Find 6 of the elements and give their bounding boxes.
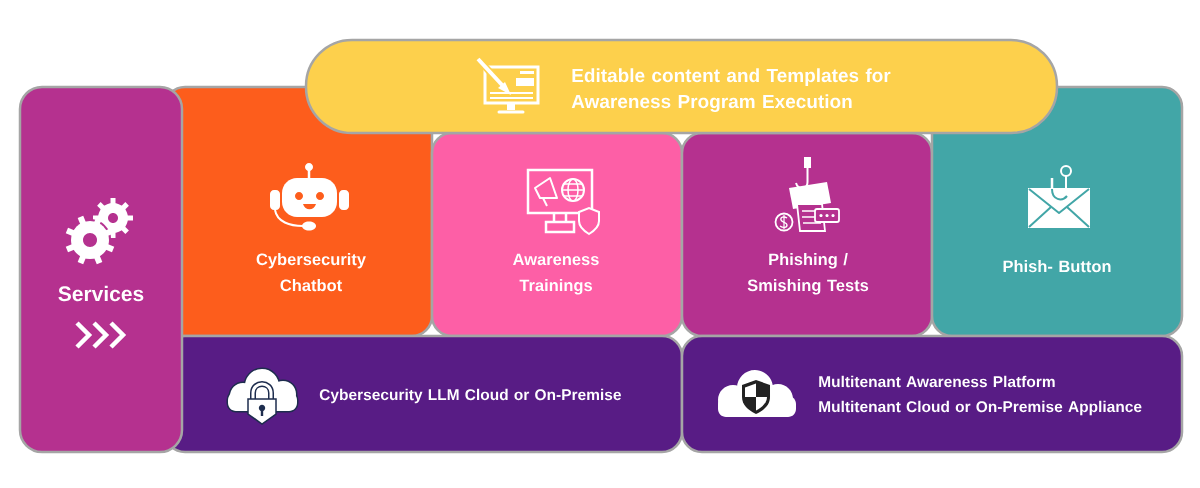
services-panel: Services [18,85,184,454]
feature-tile: Awareness Trainings [430,131,684,338]
deployment-band: Multitenant Awareness Platform Multitenant Cloud or On-Premise Appliance [680,334,1184,454]
feature-tile: Phishing / Smishing Tests [680,131,934,338]
content-banner: Editable content and Templates for Awareness Program Execution [304,38,1059,135]
deployment-band: Cybersecurity LLM Cloud or On-Premise [163,334,684,454]
